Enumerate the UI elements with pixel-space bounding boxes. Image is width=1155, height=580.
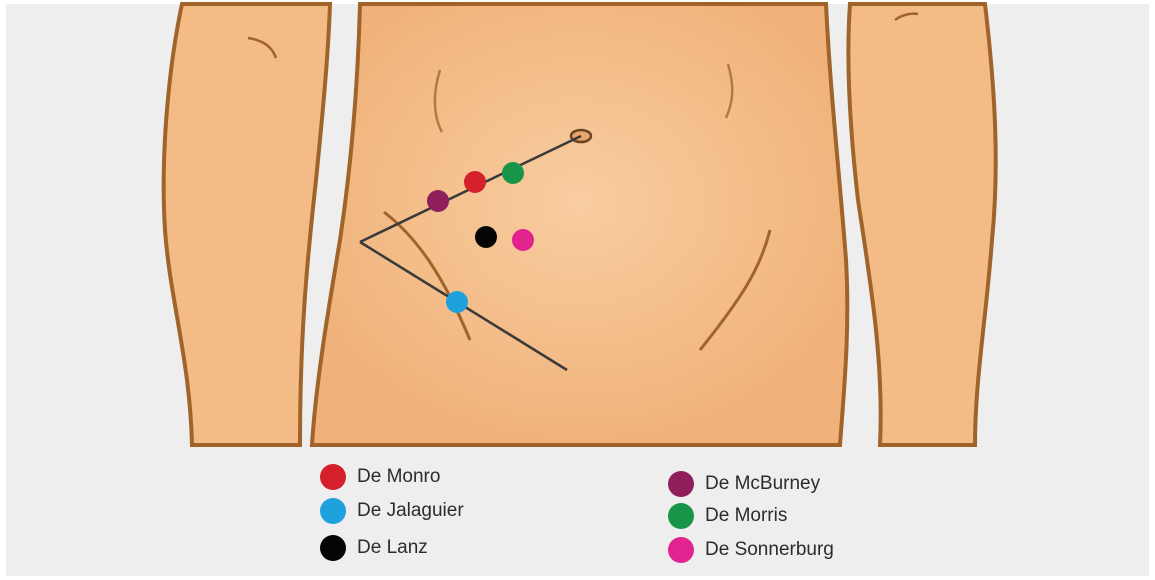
marker-sonnerburg — [512, 229, 534, 251]
torso — [312, 4, 847, 445]
legend-swatch — [320, 535, 346, 561]
legend-swatch — [668, 537, 694, 563]
right-arm — [848, 4, 995, 445]
legend-label: De Morris — [705, 505, 787, 527]
legend-label: De McBurney — [705, 473, 820, 495]
legend-label: De Monro — [357, 466, 440, 488]
marker-jalaguier — [446, 291, 468, 313]
legend-item-mcburney: De McBurney — [668, 469, 820, 499]
legend-label: De Jalaguier — [357, 500, 464, 522]
marker-monro — [464, 171, 486, 193]
marker-mcburney — [427, 190, 449, 212]
marker-lanz — [475, 226, 497, 248]
legend-item-morris: De Morris — [668, 501, 787, 531]
marker-morris — [502, 162, 524, 184]
left-arm — [164, 4, 330, 445]
legend-label: De Sonnerburg — [705, 539, 834, 561]
legend-item-lanz: De Lanz — [320, 533, 428, 563]
legend-swatch — [320, 464, 346, 490]
legend-swatch — [668, 471, 694, 497]
legend-item-jalaguier: De Jalaguier — [320, 496, 464, 526]
legend-swatch — [320, 498, 346, 524]
legend-item-monro: De Monro — [320, 462, 440, 492]
legend-item-sonnerburg: De Sonnerburg — [668, 535, 834, 565]
legend-swatch — [668, 503, 694, 529]
legend-label: De Lanz — [357, 537, 428, 559]
